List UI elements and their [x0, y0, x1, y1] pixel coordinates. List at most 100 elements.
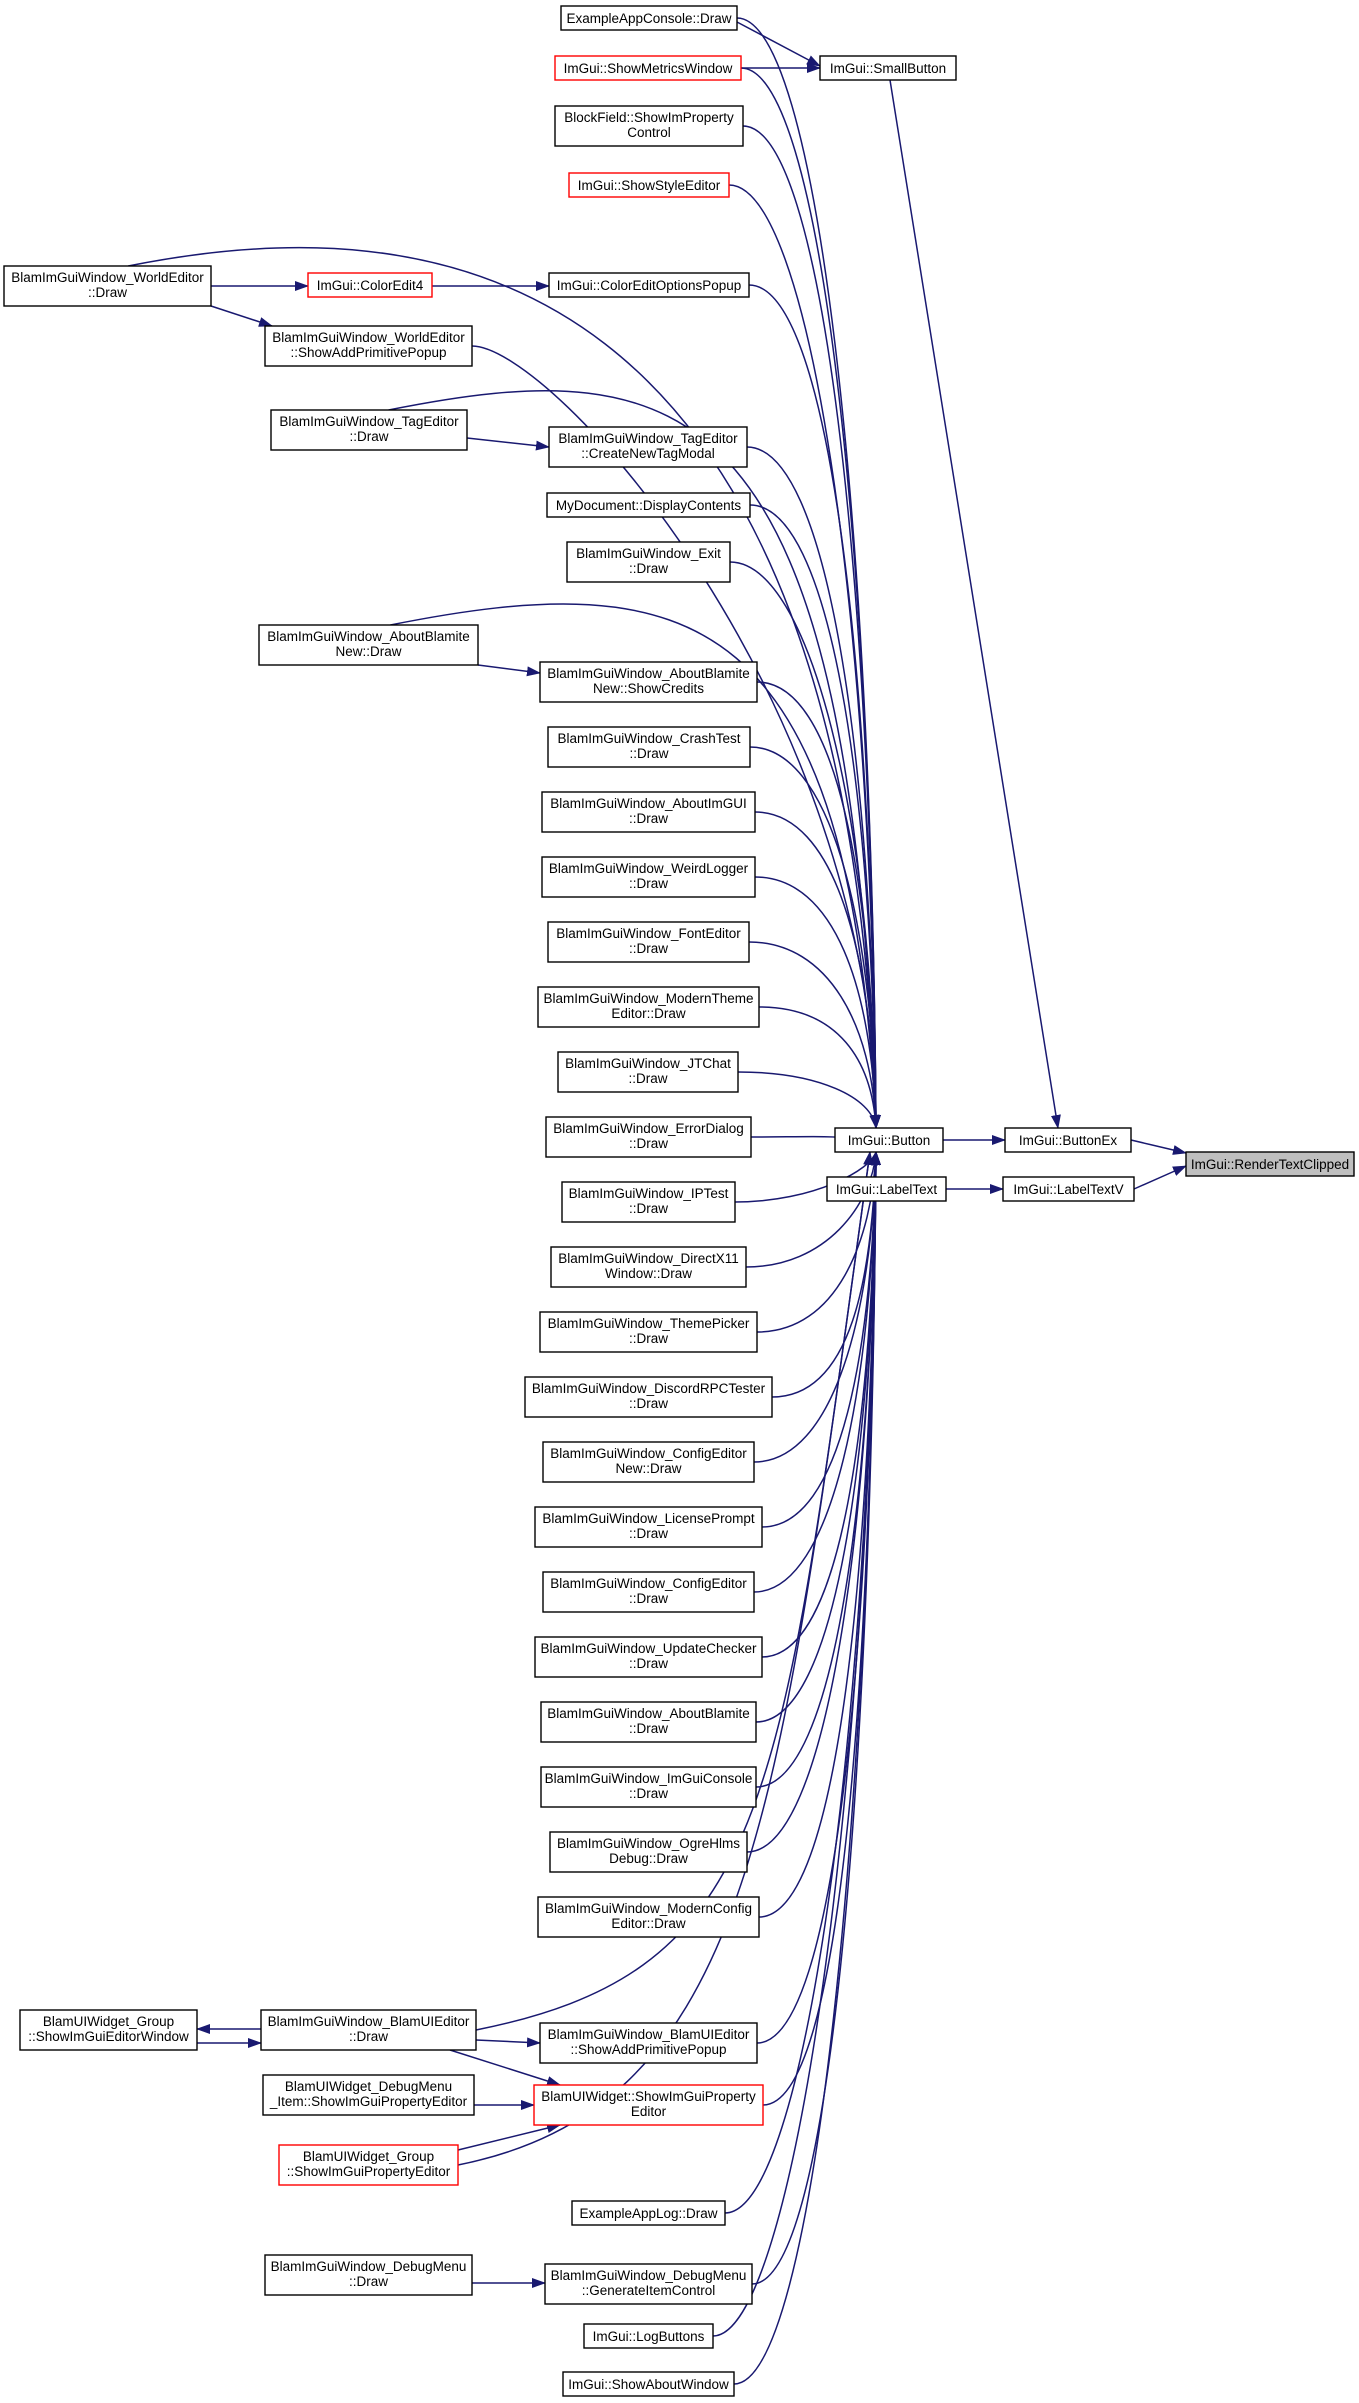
- node-n26[interactable]: BlamImGuiWindow_ErrorDialog::Draw: [545, 1116, 752, 1158]
- node-n36[interactable]: BlamImGuiWindow_ImGuiConsole::Draw: [540, 1766, 757, 1808]
- node-label: BlamImGuiWindow_DebugMenu: [551, 2268, 747, 2283]
- node-n41[interactable]: BlamImGuiWindow_BlamUIEditor::ShowAddPri…: [539, 2022, 758, 2064]
- node-n23[interactable]: BlamImGuiWindow_FontEditor::Draw: [547, 921, 750, 963]
- node-n29[interactable]: BlamImGuiWindow_ThemePicker::Draw: [539, 1311, 758, 1353]
- edge-n44-to-n43: [457, 2123, 561, 2151]
- node-n1[interactable]: ImGui::ButtonEx: [1004, 1127, 1132, 1153]
- edge-n1-to-n0: [1130, 1139, 1187, 1155]
- node-label: BlamImGuiWindow_AboutImGUI: [550, 796, 747, 811]
- node-n15[interactable]: BlamImGuiWindow_TagEditor::CreateNewTagM…: [548, 426, 748, 468]
- node-label: BlamImGuiWindow_DebugMenu: [271, 2259, 467, 2274]
- node-n2[interactable]: ImGui::LabelTextV: [1002, 1176, 1135, 1202]
- nodes-layer: ImGui::RenderTextClippedImGui::ButtonExI…: [3, 5, 1355, 2397]
- node-n16[interactable]: MyDocument::DisplayContents: [546, 492, 751, 518]
- node-n34[interactable]: BlamImGuiWindow_UpdateChecker::Draw: [534, 1636, 763, 1678]
- node-n43[interactable]: BlamUIWidget::ShowImGuiPropertyEditor: [533, 2084, 764, 2126]
- node-label: BlamImGuiWindow_DirectX11: [558, 1251, 739, 1266]
- node-label: ::Draw: [629, 1656, 668, 1671]
- node-label: BlamImGuiWindow_FontEditor: [556, 926, 741, 941]
- node-n4[interactable]: ImGui::SmallButton: [819, 55, 957, 81]
- edge-n32-to-n3: [761, 1151, 881, 1528]
- node-n32[interactable]: BlamImGuiWindow_LicensePrompt::Draw: [534, 1506, 763, 1548]
- node-n10[interactable]: BlamImGuiWindow_WorldEditor::Draw: [3, 265, 212, 307]
- node-n3[interactable]: ImGui::Button: [834, 1127, 944, 1153]
- edge-n18-to-n19: [477, 664, 541, 677]
- node-n6[interactable]: ExampleAppConsole::Draw: [560, 5, 738, 31]
- edge-n28-to-n3: [745, 1151, 880, 1268]
- node-n40[interactable]: BlamImGuiWindow_BlamUIEditor::Draw: [260, 2009, 477, 2051]
- edge-n12-to-n3: [748, 284, 881, 1129]
- edge-n40-to-n41: [475, 2037, 541, 2048]
- node-label: ::Draw: [629, 561, 668, 576]
- node-label: BlamImGuiWindow_ConfigEditor: [550, 1576, 747, 1591]
- edge-n23-to-n3: [748, 941, 881, 1129]
- edge-n6-to-n4: [736, 21, 821, 67]
- node-label: BlamImGuiWindow_JTChat: [565, 1056, 731, 1071]
- node-label: ::Draw: [349, 2274, 388, 2289]
- node-n12[interactable]: ImGui::ColorEditOptionsPopup: [548, 272, 750, 298]
- node-label: ::Draw: [629, 1786, 668, 1801]
- edge-n25-to-n3: [737, 1071, 880, 1129]
- edge-n8-to-n3: [742, 125, 881, 1129]
- edge-n14-to-n3: [388, 390, 881, 1129]
- node-label: ::Draw: [629, 1396, 668, 1411]
- node-n5[interactable]: ImGui::LabelText: [826, 1176, 947, 1202]
- node-label: Window::Draw: [605, 1266, 692, 1281]
- node-label: ImGui::ShowMetricsWindow: [564, 61, 733, 76]
- node-n13[interactable]: BlamImGuiWindow_WorldEditor::ShowAddPrim…: [264, 325, 473, 367]
- edge-n31-to-n3: [753, 1151, 881, 1463]
- node-label: BlamImGuiWindow_DiscordRPCTester: [532, 1381, 766, 1396]
- node-n27[interactable]: BlamImGuiWindow_IPTest::Draw: [561, 1181, 736, 1223]
- node-n7[interactable]: ImGui::ShowMetricsWindow: [554, 55, 742, 81]
- node-label: BlamImGuiWindow_IPTest: [569, 1186, 729, 1201]
- node-n47[interactable]: BlamImGuiWindow_DebugMenu::GenerateItemC…: [544, 2263, 753, 2305]
- node-label: BlamImGuiWindow_AboutBlamite: [547, 1706, 750, 1721]
- node-n22[interactable]: BlamImGuiWindow_WeirdLogger::Draw: [541, 856, 756, 898]
- node-label: ImGui::ColorEditOptionsPopup: [557, 278, 742, 293]
- node-label: Editor: [631, 2104, 667, 2119]
- node-label: ImGui::LabelText: [836, 1182, 938, 1197]
- node-n35[interactable]: BlamImGuiWindow_AboutBlamite::Draw: [540, 1701, 757, 1743]
- node-n44[interactable]: BlamUIWidget_Group::ShowImGuiPropertyEdi…: [278, 2144, 459, 2186]
- node-n11[interactable]: ImGui::ColorEdit4: [307, 272, 433, 298]
- node-n9[interactable]: ImGui::ShowStyleEditor: [568, 172, 730, 198]
- node-label: BlamImGuiWindow_CrashTest: [557, 731, 740, 746]
- node-label: Editor::Draw: [611, 1006, 686, 1021]
- node-label: ::Draw: [629, 1136, 668, 1151]
- node-label: ::CreateNewTagModal: [581, 446, 715, 461]
- node-n46[interactable]: BlamImGuiWindow_DebugMenu::Draw: [264, 2254, 473, 2296]
- node-n45[interactable]: ExampleAppLog::Draw: [571, 2200, 726, 2226]
- node-label: ::ShowImGuiEditorWindow: [28, 2029, 189, 2044]
- node-label: ::Draw: [628, 1071, 667, 1086]
- node-n14[interactable]: BlamImGuiWindow_TagEditor::Draw: [270, 409, 468, 451]
- node-n0-root[interactable]: ImGui::RenderTextClipped: [1185, 1151, 1355, 1177]
- node-label: ImGui::Button: [848, 1133, 931, 1148]
- node-n42[interactable]: BlamUIWidget_DebugMenu_Item::ShowImGuiPr…: [262, 2074, 475, 2116]
- node-n49[interactable]: ImGui::ShowAboutWindow: [562, 2371, 735, 2397]
- node-n21[interactable]: BlamImGuiWindow_AboutImGUI::Draw: [541, 791, 756, 833]
- node-n48[interactable]: ImGui::LogButtons: [583, 2323, 714, 2349]
- node-label: ImGui::ButtonEx: [1019, 1133, 1118, 1148]
- node-label: ImGui::RenderTextClipped: [1191, 1157, 1349, 1172]
- edge-n10-to-n13: [210, 305, 273, 327]
- node-n25[interactable]: BlamImGuiWindow_JTChat::Draw: [557, 1051, 739, 1093]
- node-n20[interactable]: BlamImGuiWindow_CrashTest::Draw: [547, 726, 751, 768]
- edge-n37-to-n3: [746, 1151, 881, 1853]
- node-n19[interactable]: BlamImGuiWindow_AboutBlamiteNew::ShowCre…: [539, 661, 758, 703]
- node-n39[interactable]: BlamUIWidget_Group::ShowImGuiEditorWindo…: [19, 2009, 198, 2051]
- node-n30[interactable]: BlamImGuiWindow_DiscordRPCTester::Draw: [524, 1376, 773, 1418]
- node-n17[interactable]: BlamImGuiWindow_Exit::Draw: [566, 541, 731, 583]
- node-n33[interactable]: BlamImGuiWindow_ConfigEditor::Draw: [542, 1571, 755, 1613]
- node-label: MyDocument::DisplayContents: [556, 498, 742, 513]
- node-label: BlamImGuiWindow_ModernTheme: [543, 991, 753, 1006]
- node-label: BlamImGuiWindow_ImGuiConsole: [545, 1771, 753, 1786]
- node-label: BlockField::ShowImProperty: [564, 110, 734, 125]
